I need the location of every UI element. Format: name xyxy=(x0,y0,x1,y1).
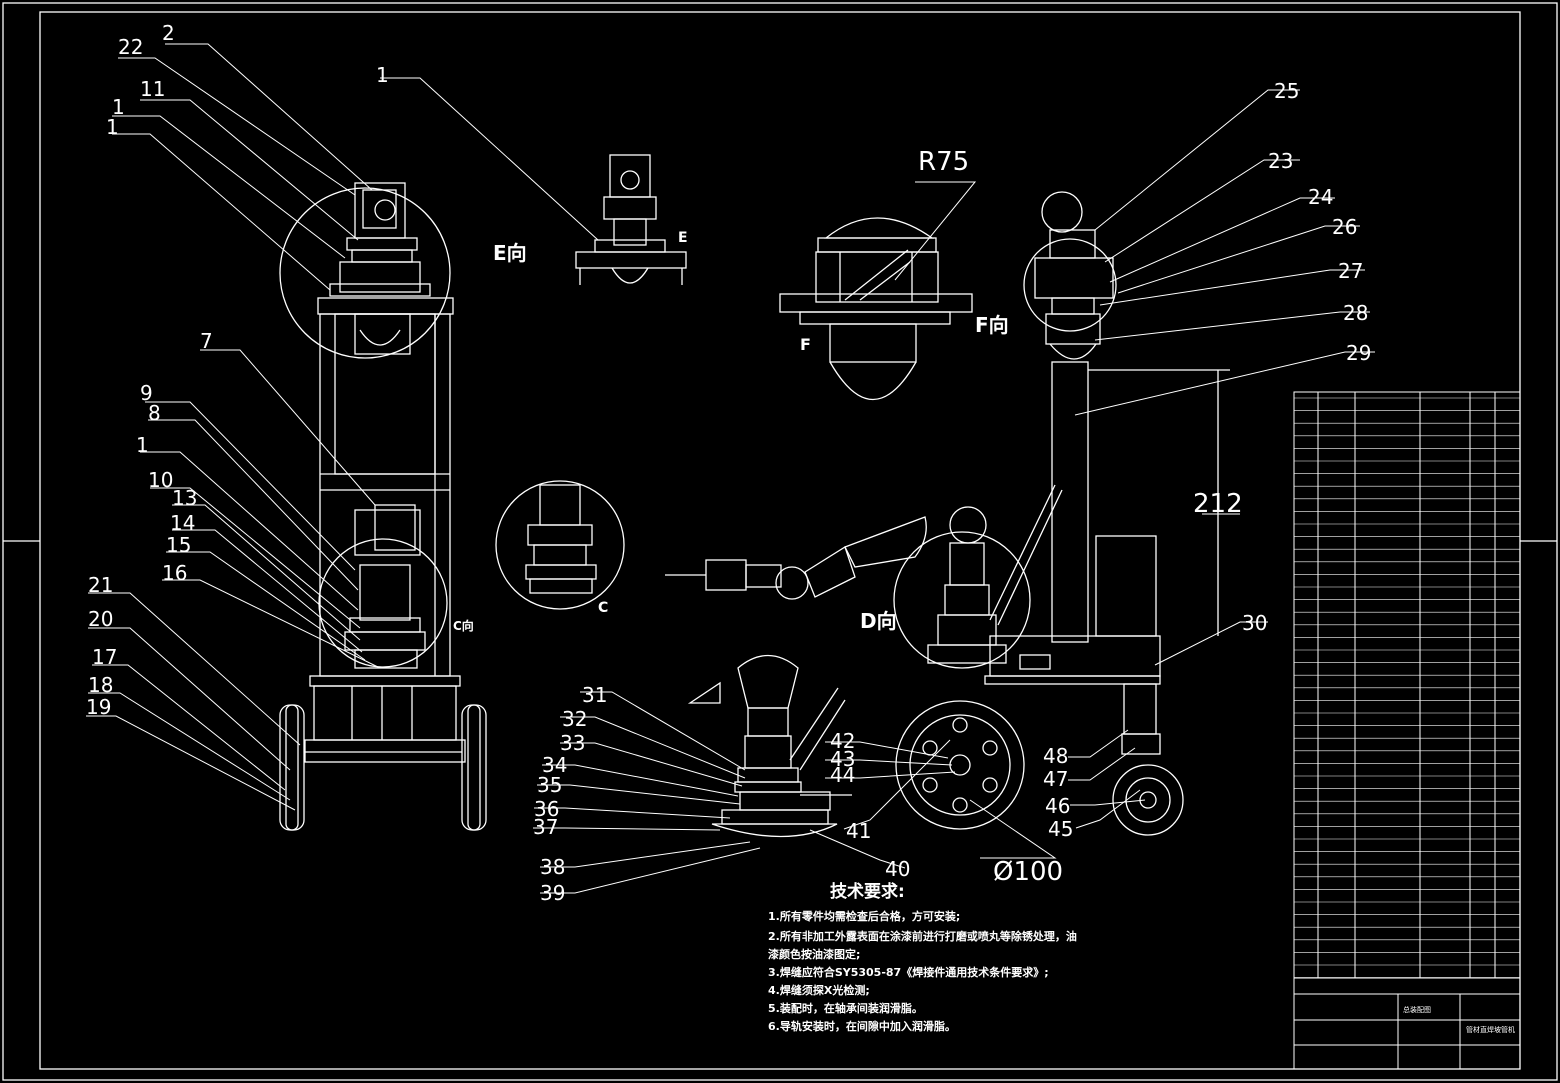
label-2: 2 xyxy=(162,21,175,45)
title-block-text: 总装配图 管材直焊坡管机 xyxy=(1403,1005,1515,1034)
label-31: 31 xyxy=(582,683,607,707)
label-30: 30 xyxy=(1242,611,1267,635)
label-1b: 1 xyxy=(106,115,119,139)
drawing-name: 总装配图 xyxy=(1403,1005,1431,1014)
label-1d: 1 xyxy=(376,63,389,87)
label-40: 40 xyxy=(885,857,910,881)
label-1a: 1 xyxy=(112,95,125,119)
notes-title: 技术要求: xyxy=(830,881,905,902)
view-labels: E向 F向 D向 C向 E C F xyxy=(453,230,1009,633)
label-36: 36 xyxy=(534,797,559,821)
label-7: 7 xyxy=(200,329,213,353)
label-8: 8 xyxy=(148,401,161,425)
note-line-5: 4.焊缝须探X光检测; xyxy=(768,983,870,997)
label-45: 45 xyxy=(1048,817,1073,841)
label-21: 21 xyxy=(88,573,113,597)
c-view xyxy=(495,480,625,610)
product-name: 管材直焊坡管机 xyxy=(1466,1025,1515,1034)
view-label-f: F向 xyxy=(975,313,1009,337)
label-19: 19 xyxy=(86,695,111,719)
dim-212: 212 xyxy=(1193,489,1243,519)
label-26: 26 xyxy=(1332,215,1357,239)
parts-rows xyxy=(1294,397,1520,978)
view-label-e-small: E xyxy=(678,230,688,246)
label-28: 28 xyxy=(1343,301,1368,325)
label-17: 17 xyxy=(92,645,117,669)
note-line-7: 6.导轨安装时，在间隙中加入润滑脂。 xyxy=(768,1019,956,1033)
view-label-c-small: C xyxy=(598,600,608,616)
label-22: 22 xyxy=(118,35,143,59)
note-line-2: 2.所有非加工外露表面在涂漆前进行打磨或喷丸等除锈处理，油 xyxy=(768,929,1077,943)
front-view xyxy=(279,182,487,831)
label-27: 27 xyxy=(1338,259,1363,283)
label-43: 43 xyxy=(830,747,855,771)
technical-notes: 技术要求: 1.所有零件均需检查后合格，方可安装; 2.所有非加工外露表面在涂漆… xyxy=(768,881,1077,1033)
label-24: 24 xyxy=(1308,185,1333,209)
label-11: 11 xyxy=(140,77,165,101)
arm-sketch xyxy=(665,516,927,600)
label-35: 35 xyxy=(537,773,562,797)
side-view xyxy=(893,191,1230,836)
label-9: 9 xyxy=(140,381,153,405)
label-10: 10 xyxy=(148,468,173,492)
label-15: 15 xyxy=(166,533,191,557)
label-20: 20 xyxy=(88,607,113,631)
note-line-1: 1.所有零件均需检查后合格，方可安装; xyxy=(768,909,960,923)
label-29: 29 xyxy=(1346,341,1371,365)
label-47: 47 xyxy=(1043,767,1068,791)
label-48: 48 xyxy=(1043,744,1068,768)
label-1c: 1 xyxy=(136,433,149,457)
label-44: 44 xyxy=(830,763,855,787)
label-39: 39 xyxy=(540,881,565,905)
label-32: 32 xyxy=(562,707,587,731)
label-33: 33 xyxy=(560,731,585,755)
label-16: 16 xyxy=(162,561,187,585)
dim-d100: Ø100 xyxy=(993,857,1063,887)
label-38: 38 xyxy=(540,855,565,879)
note-line-6: 5.装配时，在轴承间装润滑脂。 xyxy=(768,1001,923,1015)
label-41: 41 xyxy=(846,819,871,843)
label-14: 14 xyxy=(170,511,195,535)
part-labels: 22 2 11 1 1 7 9 8 1 10 13 14 15 16 21 20… xyxy=(86,21,1371,905)
view-label-e: E向 xyxy=(493,241,527,265)
label-42: 42 xyxy=(830,729,855,753)
dimensions: R75 212 Ø100 xyxy=(918,147,1243,887)
note-line-4: 3.焊缝应符合SY5305-87《焊接件通用技术条件要求》; xyxy=(768,965,1049,979)
e-small-view xyxy=(575,154,687,285)
view-label-c: C向 xyxy=(453,618,474,633)
note-line-3: 漆颜色按油漆图定; xyxy=(768,947,860,961)
label-34: 34 xyxy=(542,753,567,777)
dim-r75: R75 xyxy=(918,147,969,177)
parts-list xyxy=(1293,391,1521,1070)
leader-lines xyxy=(86,43,1375,894)
section-view xyxy=(687,655,852,838)
view-label-d: D向 xyxy=(860,609,897,633)
label-46: 46 xyxy=(1045,794,1070,818)
label-18: 18 xyxy=(88,673,113,697)
label-37: 37 xyxy=(533,815,558,839)
f-view xyxy=(779,217,973,401)
label-13: 13 xyxy=(172,486,197,510)
view-label-f-small: F xyxy=(800,335,811,354)
label-23: 23 xyxy=(1268,149,1293,173)
label-25: 25 xyxy=(1274,79,1299,103)
